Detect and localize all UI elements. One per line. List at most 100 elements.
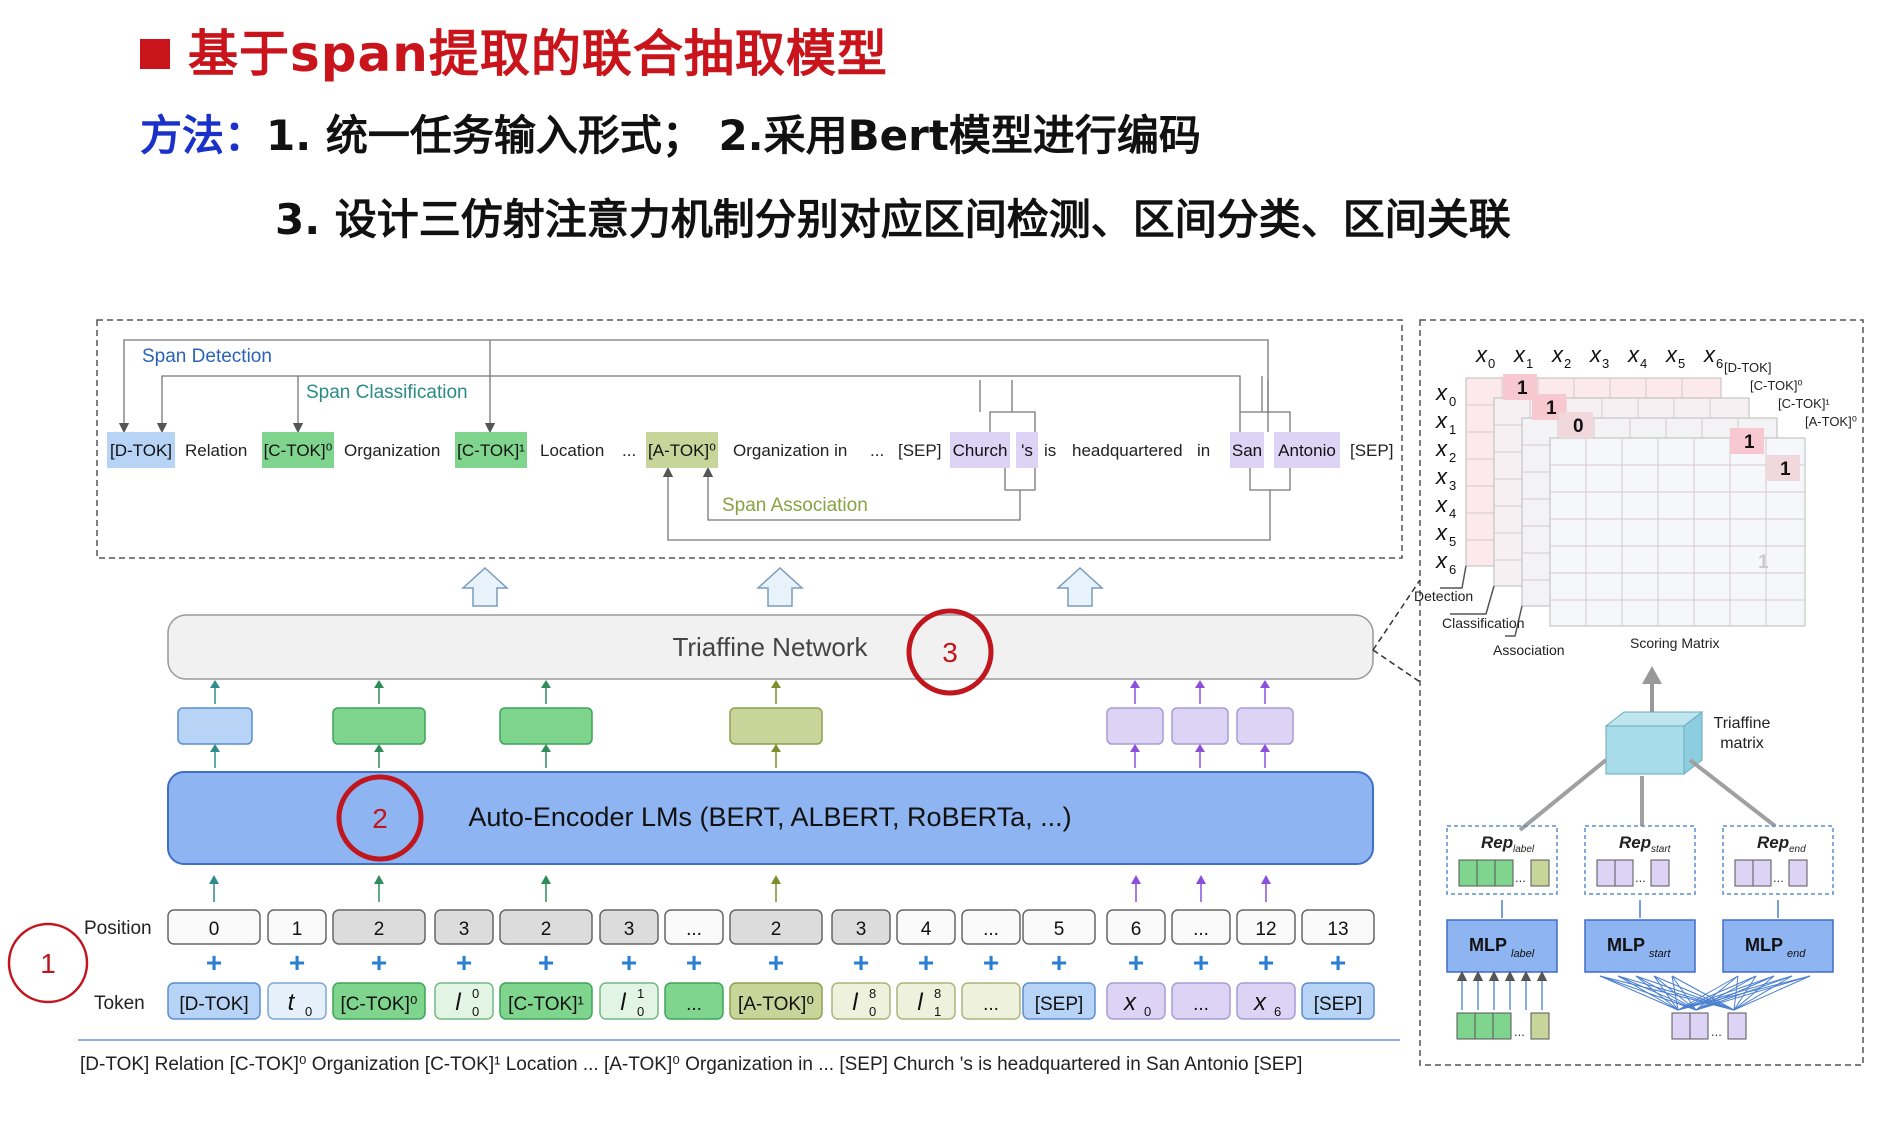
token-cell	[1171, 982, 1231, 1020]
position-value: 0	[209, 919, 220, 940]
matrix-column-label: x	[1589, 342, 1602, 367]
method-line-2: 3. 设计三仿射注意力机制分别对应区间检测、区间分类、区间关联	[275, 195, 1511, 244]
token-subscript: 0	[1144, 1004, 1151, 1019]
ellipsis: ...	[1514, 1024, 1525, 1039]
matrix-row-label: x	[1435, 436, 1448, 461]
token-subscript: 1	[934, 1004, 941, 1019]
position-value: 1	[292, 919, 303, 940]
input-arrow	[1599, 975, 1697, 1011]
rep-cell	[1596, 859, 1616, 887]
cube-front	[1605, 725, 1685, 775]
matrix-column-label: x	[1665, 342, 1678, 367]
matrix-column-subscript: 3	[1602, 356, 1609, 371]
matrix-cell-value: 1	[1546, 398, 1557, 419]
bracket-line	[1440, 565, 1467, 589]
up-arrow-head	[541, 875, 551, 884]
input-arrow	[1635, 975, 1735, 1011]
matrix-cell-value: 1	[1780, 459, 1791, 480]
up-arrow-head	[771, 744, 781, 752]
position-value: ...	[686, 919, 702, 940]
zoom-connector	[1372, 579, 1421, 683]
matrix-column-subscript: 4	[1640, 356, 1647, 371]
hollow-up-arrow	[756, 566, 804, 607]
matrix-cell-value: 0	[1573, 416, 1584, 437]
sequence-token: [C-TOK]⁰	[264, 441, 333, 460]
mlp-label: MLP	[1745, 935, 1783, 955]
sequence-word: Location	[540, 441, 604, 460]
input-arrow	[1695, 975, 1775, 1011]
rep-box	[1446, 825, 1558, 895]
matrix-cell-highlight	[1559, 412, 1593, 438]
position-value: 2	[374, 919, 385, 940]
up-arrow-head	[1642, 666, 1662, 684]
position-value: 3	[459, 919, 470, 940]
matrix-cell-highlight	[1730, 428, 1764, 454]
position-value: 12	[1255, 919, 1276, 940]
matrix-cell-value: 1	[1517, 378, 1528, 399]
token-value: x	[1253, 989, 1267, 1016]
hollow-arrows	[461, 566, 1104, 607]
token-cell	[729, 982, 823, 1020]
token-value: l	[917, 989, 923, 1016]
position-cell	[896, 909, 956, 945]
up-arrow-head	[374, 680, 384, 688]
input-arrow	[1733, 975, 1775, 1011]
association-label: Association	[1493, 642, 1565, 658]
rep-cell	[1752, 859, 1772, 887]
plus-icon: +	[206, 947, 222, 978]
top-panel-border	[96, 319, 1403, 559]
span-detection-label: Span Detection	[142, 346, 272, 367]
token-value: x	[1123, 989, 1137, 1016]
token-value: ...	[1193, 994, 1209, 1015]
triaffine-network-label: Triaffine Network	[672, 632, 868, 662]
token-cell	[1106, 982, 1166, 1020]
token-cell	[599, 982, 659, 1020]
matrix-row-label: x	[1435, 548, 1448, 573]
position-value: 2	[541, 919, 552, 940]
rep-cell	[1734, 859, 1754, 887]
position-cell	[499, 909, 593, 945]
hidden-state	[1236, 707, 1294, 745]
sequence-token: [A-TOK]⁰	[648, 441, 716, 460]
span-classification-label: Span Classification	[306, 382, 468, 403]
slide-title-text: 基于span提取的联合抽取模型	[188, 25, 888, 83]
link-line	[1004, 468, 1036, 491]
plus-icon: +	[768, 947, 784, 978]
rep-cell	[1494, 859, 1514, 887]
position-cell	[1301, 909, 1375, 945]
matrix-column-label: x	[1513, 342, 1526, 367]
span-bracket	[1239, 411, 1291, 432]
input-arrow	[1599, 975, 1735, 1011]
sequence-word: Organization in	[733, 441, 847, 460]
position-cell	[267, 909, 327, 945]
sequence-token: 's	[1021, 441, 1033, 460]
mlp-subscript: end	[1787, 948, 1806, 960]
matrix-cell-value: 1	[1744, 432, 1755, 453]
slide-title: 基于span提取的联合抽取模型	[140, 14, 888, 86]
up-arrow-head	[1131, 875, 1141, 884]
feature-arrow	[1688, 758, 1777, 828]
input-arrow	[1677, 975, 1739, 1011]
matrix-column-label: x	[1551, 342, 1564, 367]
plus-icon: +	[983, 947, 999, 978]
matrix-column-subscript: 0	[1488, 356, 1495, 371]
sequence-token-box	[950, 432, 1010, 468]
input-arrow	[1733, 975, 1811, 1011]
sequence-word: ...	[870, 441, 884, 460]
mlp-label: MLP	[1607, 935, 1645, 955]
input-arrow	[1617, 975, 1735, 1011]
sequence-word: in	[1197, 441, 1210, 460]
ellipsis: ...	[1773, 870, 1784, 885]
rep-subscript: start	[1651, 844, 1672, 855]
up-arrow-head	[541, 680, 551, 688]
mlp-box	[1446, 919, 1558, 973]
token-value: [C-TOK]⁰	[341, 994, 418, 1015]
matrix-cell-highlight	[1766, 455, 1800, 481]
matrix-row-label: x	[1435, 380, 1448, 405]
sequence-token: [C-TOK]¹	[457, 441, 525, 460]
rep-cell	[1788, 859, 1808, 887]
token-cell	[434, 982, 494, 1020]
sequence-word: Relation	[185, 441, 247, 460]
plus-icon: +	[918, 947, 934, 978]
